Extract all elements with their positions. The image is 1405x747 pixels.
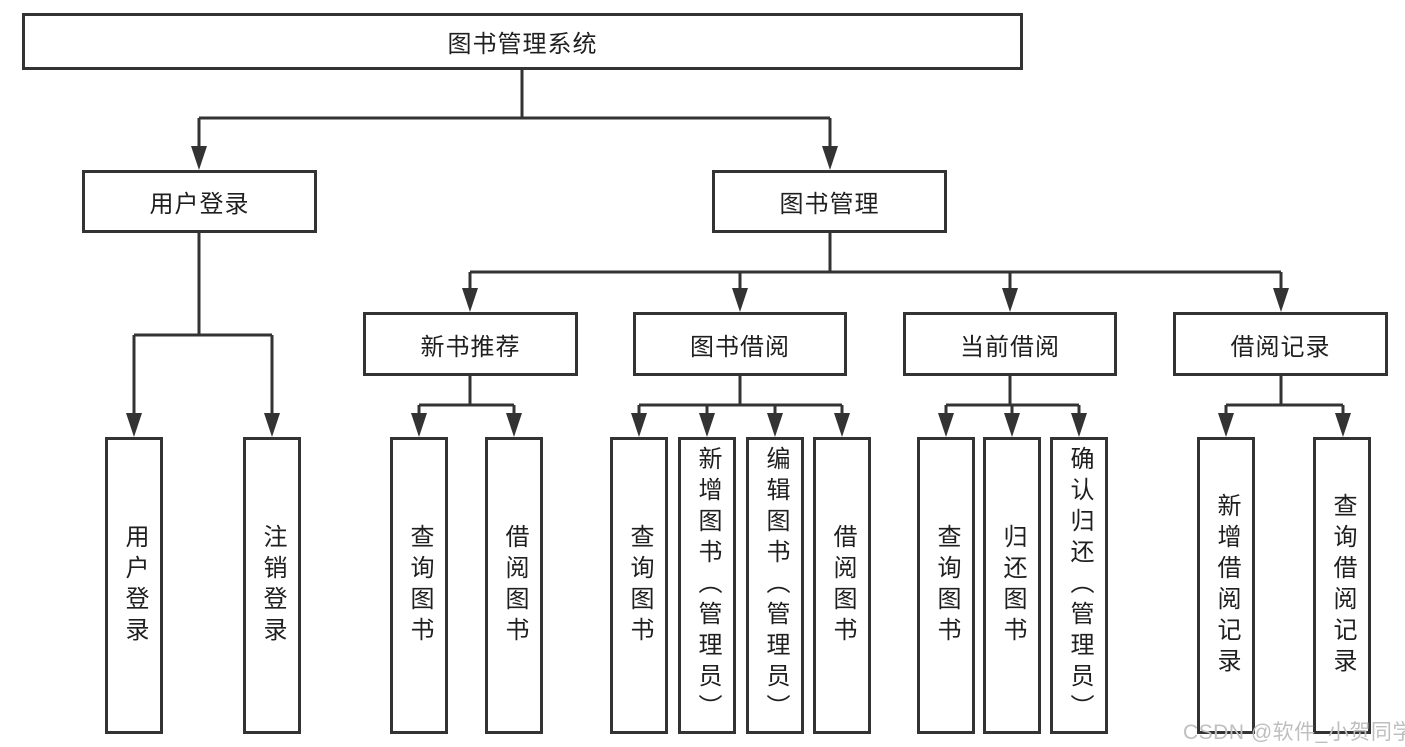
leaf-label: 查询图书 — [626, 523, 653, 648]
leaf-query-books-borrow: 查询图书 — [610, 437, 668, 734]
node-current-borrow: 当前借阅 — [903, 312, 1117, 376]
leaf-logout: 注销登录 — [243, 437, 301, 734]
leaf-query-books-current: 查询图书 — [917, 437, 975, 734]
leaf-user-login: 用户登录 — [105, 437, 163, 734]
leaf-query-books-recommend: 查询图书 — [390, 437, 448, 734]
leaf-return-books: 归还图书 — [983, 437, 1041, 734]
leaf-label: 注销登录 — [259, 523, 286, 648]
leaf-label: 借阅图书 — [829, 523, 856, 648]
leaf-add-borrow-record: 新增借阅记录 — [1197, 437, 1255, 734]
node-root-library-system: 图书管理系统 — [22, 13, 1023, 70]
leaf-label: 查询借阅记录 — [1329, 492, 1356, 679]
leaf-add-books-admin: 新增图书（管理员） — [678, 437, 736, 734]
leaf-query-borrow-record: 查询借阅记录 — [1313, 437, 1371, 734]
leaf-edit-books-admin: 编辑图书（管理员） — [746, 437, 804, 734]
node-book-borrow: 图书借阅 — [633, 312, 847, 376]
leaf-label: 新增图书（管理员） — [694, 446, 721, 725]
leaf-label: 编辑图书（管理员） — [762, 446, 789, 725]
leaf-label: 借阅图书 — [501, 523, 528, 648]
leaf-label: 用户登录 — [121, 523, 148, 648]
leaf-label: 查询图书 — [406, 523, 433, 648]
leaf-borrow-books-recommend: 借阅图书 — [485, 437, 543, 734]
leaf-label: 查询图书 — [933, 523, 960, 648]
arrow-down-icons — [126, 146, 1351, 437]
csdn-watermark: CSDN @软件_小贺同学 — [1183, 721, 1405, 744]
leaf-label: 归还图书 — [999, 523, 1026, 648]
leaf-label: 确认归还（管理员） — [1066, 446, 1093, 725]
node-borrow-records: 借阅记录 — [1173, 312, 1388, 376]
leaf-label: 新增借阅记录 — [1213, 492, 1240, 679]
leaf-confirm-return-admin: 确认归还（管理员） — [1050, 437, 1108, 734]
leaf-borrow-books: 借阅图书 — [813, 437, 871, 734]
node-new-book-recommend: 新书推荐 — [363, 312, 578, 376]
node-book-management: 图书管理 — [712, 170, 947, 233]
node-user-login: 用户登录 — [82, 170, 317, 233]
